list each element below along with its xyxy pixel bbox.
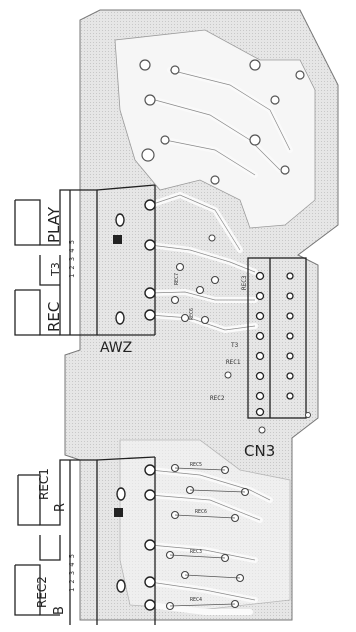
label-rec2: REC2 xyxy=(35,576,49,608)
label-t3-small: T3 xyxy=(231,342,239,349)
connector-pads-lower xyxy=(116,464,156,611)
label-t3: T3 xyxy=(49,262,62,277)
connector-play-rec xyxy=(14,184,156,336)
square-pad-lower xyxy=(114,508,123,517)
connector-pads-upper xyxy=(115,199,156,325)
ref-rec5: REC5 xyxy=(190,462,202,468)
label-b: B xyxy=(52,606,67,615)
copper-traces xyxy=(114,29,316,611)
connector-pins-upper: 1 2 3 4 5 xyxy=(68,240,76,278)
connector-pins-lower: 1 2 3 4 5 xyxy=(68,554,76,592)
label-rec1: REC1 xyxy=(37,468,51,500)
cn3-header xyxy=(247,257,307,419)
upper-pads xyxy=(139,59,305,185)
svg-text:1 2 3 4 5: 1 2 3 4 5 xyxy=(68,240,76,278)
ref-rec3: REC3 xyxy=(190,549,202,555)
svg-text:1 2 3 4 5: 1 2 3 4 5 xyxy=(68,554,76,592)
label-rec2-small: REC2 xyxy=(210,395,225,402)
label-play: PLAY xyxy=(45,206,63,243)
ref-rec7: REC7 xyxy=(174,273,180,285)
ref-rec6-lower: REC6 xyxy=(195,509,207,515)
label-rec1-small: REC1 xyxy=(226,359,241,366)
upper-component-pads xyxy=(170,262,220,325)
label-r: R xyxy=(53,503,68,512)
lower-resistor-leads xyxy=(169,467,246,607)
square-pad-upper xyxy=(113,235,122,244)
label-rec3-small: REC3 xyxy=(241,275,248,290)
connector-rec1-rec2 xyxy=(14,456,156,625)
mounting-holes xyxy=(208,234,311,434)
trace-outlines xyxy=(149,69,291,601)
label-awz: AWZ xyxy=(100,340,132,356)
cn3-pins xyxy=(255,271,294,417)
label-cn3: CN3 xyxy=(244,442,275,460)
ref-rec6-upper: REC6 xyxy=(189,308,195,320)
ref-rec4: REC4 xyxy=(190,597,202,603)
label-rec: REC xyxy=(45,302,63,332)
